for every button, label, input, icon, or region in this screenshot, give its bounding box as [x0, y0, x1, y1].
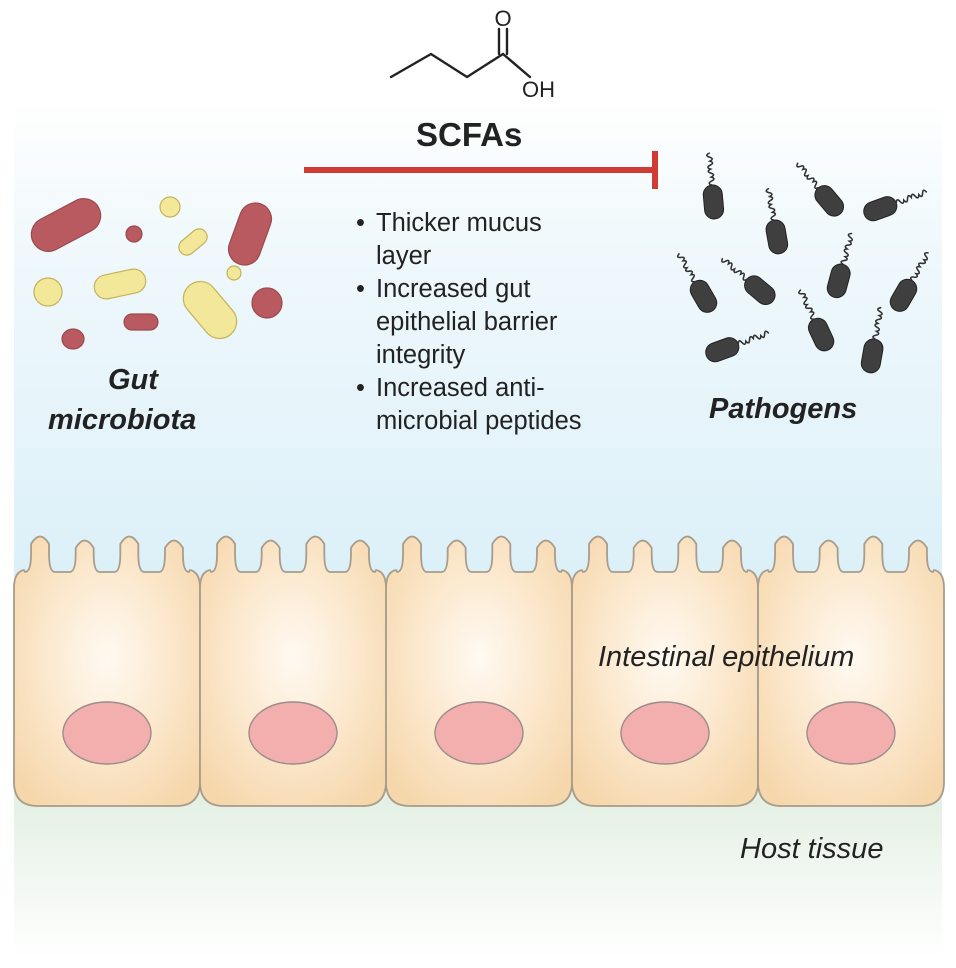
- yellow-rod-bacterium: [93, 268, 147, 300]
- pathogen-bacterium: [860, 306, 884, 374]
- carbonyl-oxygen-label: O: [494, 6, 511, 31]
- inhibition-line: [304, 167, 656, 173]
- effect-item: • Thicker mucus layer: [356, 207, 686, 273]
- inhibition-bar: [652, 151, 658, 189]
- cell-nucleus: [620, 701, 710, 765]
- pathogen-bacterium: [705, 330, 770, 363]
- red-coccus-bacterium: [251, 287, 283, 319]
- effect-text: Increased anti- microbial peptides: [376, 374, 582, 435]
- bullet-marker: •: [356, 374, 365, 402]
- red-coccus-bacterium: [125, 225, 143, 243]
- host-tissue-label: Host tissue: [740, 833, 884, 865]
- epithelial-cell: [199, 535, 387, 807]
- effect-item: • Increased anti- microbial peptides: [356, 372, 686, 438]
- gut-microbiota-label-line1: Gut: [108, 364, 158, 396]
- carbon-chain-bond: [389, 52, 532, 79]
- red-rod-bacterium: [227, 202, 273, 266]
- pathogen-bacterium: [826, 232, 854, 299]
- pathogen-bacterium: [676, 253, 718, 313]
- yellow-rod-bacterium: [182, 280, 238, 340]
- effect-text: Increased gut epithelial barrier integri…: [376, 275, 558, 369]
- gut-microbiota-yellow: [33, 196, 242, 340]
- effect-text: Thicker mucus layer: [376, 209, 542, 270]
- yellow-coccus-bacterium: [226, 265, 242, 281]
- red-rod-bacterium: [123, 313, 159, 331]
- epithelial-cell: [571, 535, 759, 807]
- yellow-rod-bacterium: [178, 228, 208, 256]
- pathogens-label: Pathogens: [709, 393, 858, 425]
- gut-microbiota-label-line2: microbiota: [48, 404, 197, 436]
- lumen-background: [14, 100, 942, 620]
- epithelial-cell: [757, 535, 945, 807]
- epithelial-cell: [385, 535, 573, 807]
- cell-nucleus: [248, 701, 338, 765]
- cell-nucleus: [434, 701, 524, 765]
- pathogen-bacterium: [863, 189, 928, 222]
- epithelial-cell: [13, 535, 201, 807]
- intestinal-epithelium-label: Intestinal epithelium: [598, 641, 855, 673]
- yellow-coccus-bacterium: [33, 277, 63, 307]
- yellow-coccus-bacterium: [159, 196, 181, 218]
- bullet-marker: •: [356, 209, 365, 237]
- pathogen-bacterium: [889, 251, 929, 312]
- butyrate-molecule: [389, 27, 532, 79]
- pathogen-cluster: [676, 152, 929, 374]
- scfa-effects-list: • Thicker mucus layer • Increased gut epit…: [356, 207, 686, 438]
- hydroxyl-label: OH: [522, 77, 555, 102]
- host-tissue-background: [14, 790, 942, 958]
- pathogen-bacterium: [765, 187, 789, 255]
- bullet-marker: •: [356, 275, 365, 303]
- red-coccus-bacterium: [61, 328, 85, 350]
- pathogen-bacterium: [798, 289, 835, 352]
- cell-nucleus: [806, 701, 896, 765]
- pathogen-bacterium: [721, 257, 776, 306]
- intestinal-epithelium: [13, 535, 945, 807]
- pathogen-bacterium: [702, 152, 725, 220]
- effect-item: • Increased gut epithelial barrier integr…: [356, 273, 686, 372]
- cell-nucleus: [62, 701, 152, 765]
- inhibition-arrow: [304, 151, 658, 189]
- scfas-label: SCFAs: [416, 116, 523, 153]
- red-rod-bacterium: [30, 198, 102, 252]
- gut-microbiota-cluster: [30, 198, 283, 350]
- pathogen-bacterium: [796, 162, 845, 217]
